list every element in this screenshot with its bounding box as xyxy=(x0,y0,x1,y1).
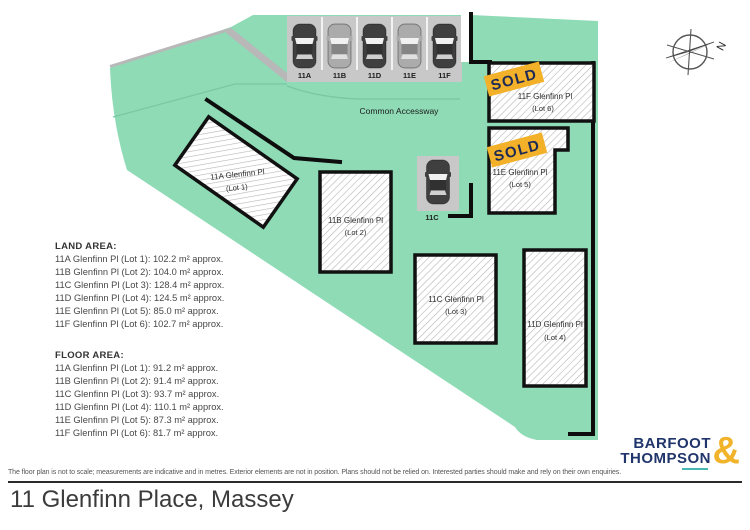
floor-area-item: 11C Glenfinn Pl (Lot 3): 93.7 m² approx. xyxy=(55,389,219,399)
floor-area-item: 11D Glenfinn Pl (Lot 4): 110.1 m² approx… xyxy=(55,402,224,412)
building-11f: 11F Glenfinn Pl (Lot 6) SOLD xyxy=(483,61,596,123)
kerb-line xyxy=(109,28,230,68)
land-area-item: 11A Glenfinn Pl (Lot 1): 102.2 m² approx… xyxy=(55,254,223,264)
barfoot-thompson-logo: BARFOOT THOMPSON & xyxy=(620,432,740,470)
lot-label: 11B Glenfinn Pl xyxy=(328,216,383,225)
accessway-label: Common Accessway xyxy=(360,106,440,116)
land-area-heading: LAND AREA: xyxy=(55,241,117,252)
stall-label-11b: 11B xyxy=(333,71,347,80)
land-area-item: 11E Glenfinn Pl (Lot 5): 85.0 m² approx. xyxy=(55,306,219,316)
driveway-ramp xyxy=(225,27,293,83)
lot-sublabel: (Lot 2) xyxy=(345,228,367,237)
lot-label: 11F Glenfinn Pl xyxy=(518,92,573,101)
brand-line2: THOMPSON xyxy=(620,450,711,467)
car-icon xyxy=(424,159,452,205)
building-11a: 11A Glenfinn Pl (Lot 1) xyxy=(172,114,300,230)
car-icon xyxy=(361,23,388,69)
land-area-item: 11F Glenfinn Pl (Lot 6): 102.7 m² approx… xyxy=(55,319,223,329)
lot-label: 11E Glenfinn Pl xyxy=(493,168,548,177)
disclaimer-text: The floor plan is not to scale; measurem… xyxy=(8,469,622,476)
car-icon xyxy=(431,23,458,69)
floor-area-item: 11B Glenfinn Pl (Lot 2): 91.4 m² approx. xyxy=(55,376,219,386)
boundary-notch xyxy=(461,14,471,62)
floor-area-item: 11F Glenfinn Pl (Lot 6): 81.7 m² approx. xyxy=(55,428,218,438)
site-plan: 11A 11B 11D 11E 11F 11C 11A Glenfinn Pl … xyxy=(55,12,729,440)
stall-label-11f: 11F xyxy=(438,71,451,80)
accessway-edge-line xyxy=(112,83,287,118)
site-boundary-lines xyxy=(204,12,595,436)
compass-icon: N xyxy=(665,28,729,76)
car-icon xyxy=(291,23,318,69)
floor-area-heading: FLOOR AREA: xyxy=(55,350,124,361)
brand-line1: BARFOOT xyxy=(633,435,711,452)
lot-sublabel: (Lot 5) xyxy=(509,180,531,189)
lot-sublabel: (Lot 4) xyxy=(544,333,566,342)
land-area-item: 11B Glenfinn Pl (Lot 2): 104.0 m² approx… xyxy=(55,267,224,277)
land-area-item: 11D Glenfinn Pl (Lot 4): 124.5 m² approx… xyxy=(55,293,224,303)
lot-label: 11D Glenfinn Pl xyxy=(527,320,583,329)
title-separator xyxy=(8,481,742,483)
land-area-item: 11C Glenfinn Pl (Lot 3): 128.4 m² approx… xyxy=(55,280,224,290)
stall-label-11d: 11D xyxy=(368,71,382,80)
building-11e: 11E Glenfinn Pl (Lot 5) SOLD xyxy=(486,126,570,215)
building-11b: 11B Glenfinn Pl (Lot 2) xyxy=(318,170,393,274)
floor-area-item: 11E Glenfinn Pl (Lot 5): 87.3 m² approx. xyxy=(55,415,219,425)
parking-stall-11c: 11C xyxy=(417,156,459,222)
lot-sublabel: (Lot 1) xyxy=(226,182,249,193)
parking-strip: 11A 11B 11D 11E 11F xyxy=(287,16,462,82)
stall-label-11a: 11A xyxy=(298,71,312,80)
stall-label-11e: 11E xyxy=(403,71,416,80)
brand-ampersand: & xyxy=(712,430,740,472)
brand-teal-underline xyxy=(682,468,708,470)
lot-label: 11C Glenfinn Pl xyxy=(428,295,484,304)
stall-label-11c: 11C xyxy=(425,213,439,222)
page-title: 11 Glenfinn Place, Massey xyxy=(10,486,294,513)
land-area-block: LAND AREA: 11A Glenfinn Pl (Lot 1): 102.… xyxy=(55,241,224,329)
accessway-edge-line xyxy=(286,85,460,100)
car-icon xyxy=(326,23,353,69)
lot-sublabel: (Lot 6) xyxy=(532,104,554,113)
floor-area-item: 11A Glenfinn Pl (Lot 1): 91.2 m² approx. xyxy=(55,363,218,373)
building-11c: 11C Glenfinn Pl (Lot 3) xyxy=(413,253,498,345)
building-11d: 11D Glenfinn Pl (Lot 4) xyxy=(522,248,588,388)
car-icon xyxy=(396,23,423,69)
lot-sublabel: (Lot 3) xyxy=(445,307,467,316)
compass-north-label: N xyxy=(715,40,729,53)
floor-area-block: FLOOR AREA: 11A Glenfinn Pl (Lot 1): 91.… xyxy=(55,350,224,438)
